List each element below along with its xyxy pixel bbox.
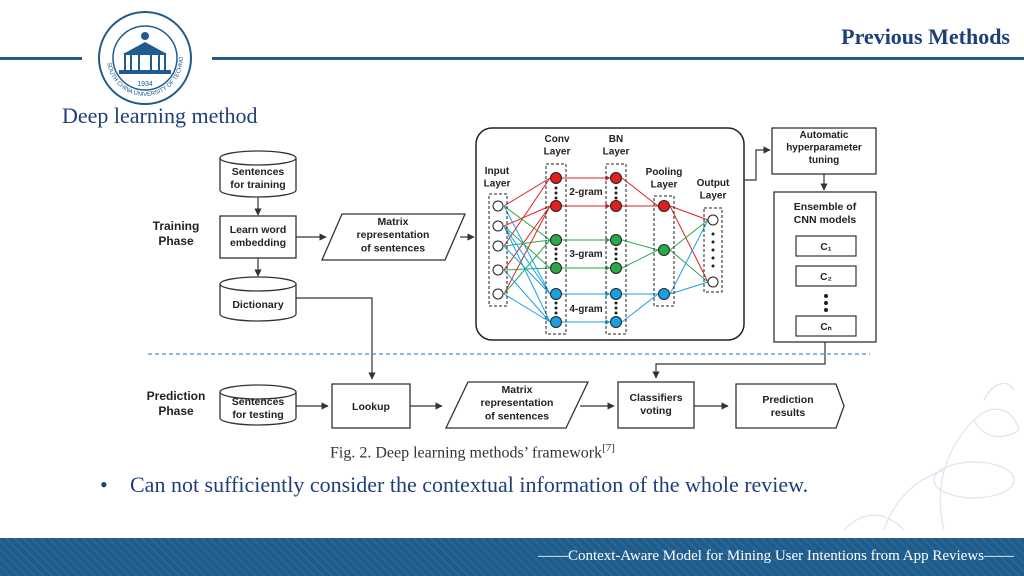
header-line-right [212,57,1024,60]
svg-text:3-gram: 3-gram [569,249,602,260]
svg-text:Cₙ: Cₙ [820,322,831,333]
svg-text:C₁: C₁ [820,242,831,253]
svg-text:Dictionary: Dictionary [232,299,284,311]
svg-text:1934: 1934 [137,81,153,88]
matrix-repr-bottom [444,381,590,429]
footer-text: ——Context-Aware Model for Mining User In… [537,548,1014,564]
slide-title: Previous Methods [841,24,1010,49]
header-line-left [0,57,82,60]
prediction-results-box [735,383,845,429]
model-c1 [795,235,857,257]
lotus-decoration [843,382,1020,531]
model-cn [795,315,857,337]
model-c2 [795,265,857,287]
caption-ref: [7] [602,442,615,454]
bullet-item: • Can not sufficiently consider the conte… [100,472,808,498]
svg-text:2-gram: 2-gram [569,187,602,198]
dictionary-db: Dictionary [219,276,297,322]
network-nodes [492,172,719,328]
section-subtitle: Deep learning method [62,103,258,128]
bullet-marker: • [100,472,108,497]
network-edges [503,175,709,325]
auto-tuning-box [771,127,877,175]
svg-text:Lookup: Lookup [352,401,390,413]
bullet-text: Can not sufficiently consider the contex… [130,472,809,497]
university-logo: 1934 SOUTH CHINA UNIVERSITY OF TECHNOLOG… [97,10,192,105]
caption-text: Fig. 2. Deep learning methods’ framework [330,444,603,462]
footer-bar: ——Context-Aware Model for Mining User In… [0,538,1024,576]
svg-text:C₂: C₂ [820,272,832,283]
matrix-repr-top [321,213,466,261]
classifiers-voting-box [617,381,695,429]
svg-text:4-gram: 4-gram [569,304,602,315]
figure-caption: Fig. 2. Deep learning methods’ framework… [330,442,615,462]
